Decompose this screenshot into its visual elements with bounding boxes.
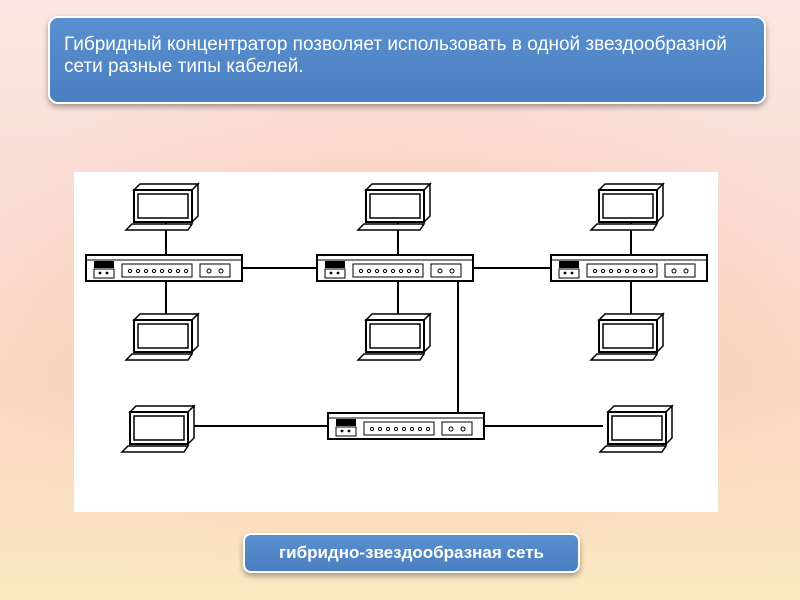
hub-bottom	[327, 412, 485, 440]
cables	[165, 222, 632, 427]
hub-center	[316, 254, 474, 282]
hub-left	[85, 254, 243, 282]
pc-lower-right	[599, 405, 673, 453]
title-box: Гибридный концентратор позволяет использ…	[48, 16, 766, 104]
pc-top-center	[357, 183, 431, 231]
network-diagram	[74, 172, 718, 512]
title-text: Гибридный концентратор позволяет использ…	[64, 34, 727, 77]
pc-top-right	[590, 183, 664, 231]
caption-label: гибридно-звездообразная сеть	[243, 533, 580, 573]
caption-text: гибридно-звездообразная сеть	[279, 543, 544, 562]
pc-lower-left	[121, 405, 195, 453]
hub-right	[550, 254, 708, 282]
pc-bottom-left	[125, 313, 199, 361]
pc-bottom-center	[357, 313, 431, 361]
pc-bottom-right	[590, 313, 664, 361]
pc-top-left	[125, 183, 199, 231]
